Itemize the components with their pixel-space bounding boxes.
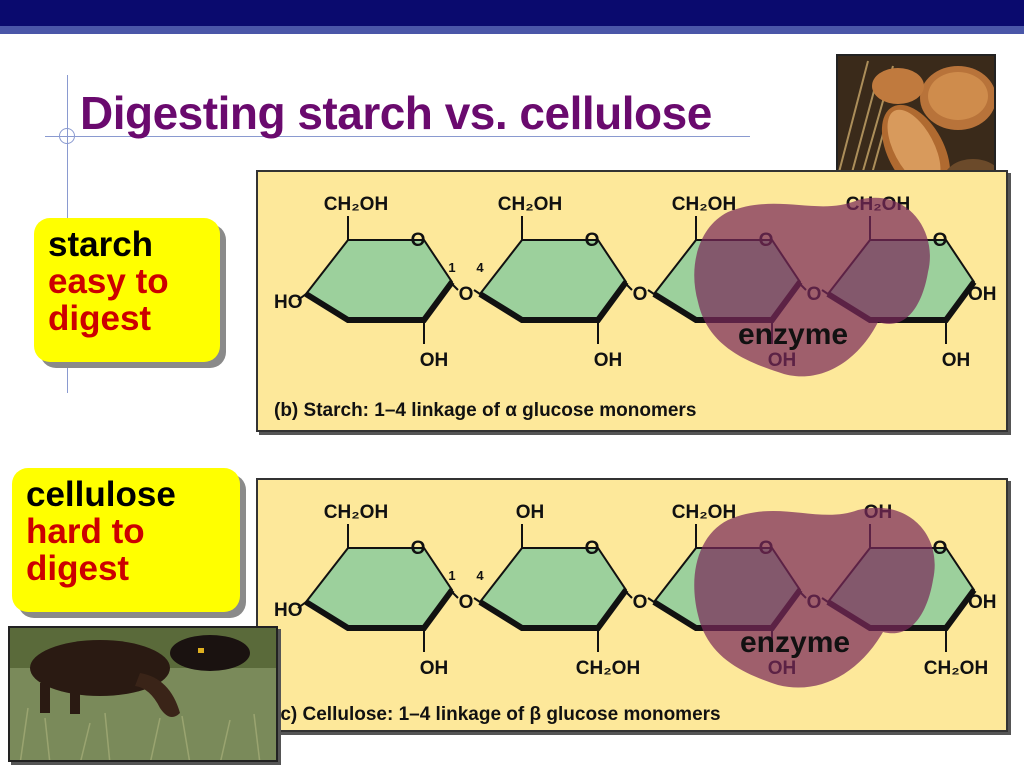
cow-grazing-photo [8,626,278,762]
starch-ring-o-1: O [411,230,426,251]
cellulose-bond-b-2 [647,597,655,603]
cellulose-top-group-3: CH₂OH [672,502,736,523]
cellulose-top-group-1: CH₂OH [324,502,388,523]
slide-title: Digesting starch vs. cellulose [80,87,712,139]
starch-bond-b-1 [473,289,481,295]
starch-bottom-group-4: OH [942,350,971,371]
starch-bottom-group-1: OH [420,350,449,371]
cellulose-end-right-bond [965,589,975,601]
starch-ring-edge-1 [304,280,455,323]
starch-bond-b-2 [647,289,655,295]
cellulose-ring-o-1: O [411,538,426,559]
starch-label: starch easy to digest [34,218,220,362]
starch-top-group-2: CH₂OH [498,194,562,215]
starch-ring-o-4: O [933,230,948,251]
starch-enzyme-label: enzyme [738,318,848,351]
cellulose-enzyme-label: enzyme [740,626,850,659]
cellulose-link-num-a: 1 [448,568,455,583]
cellulose-label-line3: digest [26,549,130,588]
starch-link-o-2: O [633,284,648,305]
starch-top-group-1: CH₂OH [324,194,388,215]
cellulose-panel: OCH₂OHOHO14OOHCH₂OHOOCH₂OHOHOOOHCH₂OHHOO… [256,478,1008,732]
starch-bottom-group-2: OH [594,350,623,371]
cellulose-bottom-group-1: OH [420,658,449,679]
cellulose-end-left-bond [297,601,307,609]
starch-caption: (b) Starch: 1–4 linkage of α glucose mon… [274,400,696,421]
starch-end-left-bond [297,293,307,301]
cow-illustration [10,628,276,760]
starch-end-right: OH [968,284,997,305]
cellulose-end-right: OH [968,592,997,613]
cellulose-label-line2: hard to [26,512,145,551]
cellulose-label: cellulose hard to digest [12,468,240,612]
starch-link-o-1: O [459,284,474,305]
cellulose-link-o-2: O [633,592,648,613]
starch-enzyme [694,197,930,377]
starch-end-right-bond [965,281,975,293]
starch-top-group-3: CH₂OH [672,194,736,215]
starch-ring-edge-2 [478,280,629,323]
starch-ring-o-2: O [585,230,600,251]
starch-bond-a-1 [451,283,459,291]
starch-link-num-a: 1 [448,260,455,275]
top-banner-stripe [0,26,1024,34]
cellulose-bond-b-1 [473,597,481,603]
cellulose-label-name: cellulose [26,475,176,514]
starch-end-left: HO [274,292,303,313]
cellulose-link-num-b: 4 [476,568,484,583]
cellulose-bottom-group-2: CH₂OH [576,658,640,679]
cellulose-caption: (c) Cellulose: 1–4 linkage of β glucose … [274,704,721,725]
cellulose-ring-edge-1 [304,588,455,631]
cellulose-enzyme [694,507,935,688]
starch-label-line3: digest [48,299,152,338]
starch-diagram: OCH₂OHOHO14OCH₂OHOHOOCH₂OHOHOOCH₂OHOHHOO… [274,194,997,421]
decor-horizontal-line [45,136,750,137]
cellulose-ring-o-2: O [585,538,600,559]
cellulose-top-group-2: OH [516,502,545,523]
top-banner [0,0,1024,26]
cellulose-link-o-1: O [459,592,474,613]
cellulose-bond-a-2 [625,591,633,599]
starch-link-num-b: 4 [476,260,484,275]
cellulose-ring-o-4: O [933,538,948,559]
cellulose-diagram: OCH₂OHOHO14OOHCH₂OHOOCH₂OHOHOOOHCH₂OHHOO… [274,502,997,725]
starch-label-name: starch [48,225,154,264]
starch-panel: OCH₂OHOHO14OCH₂OHOHOOCH₂OHOHOOCH₂OHOHHOO… [256,170,1008,432]
cellulose-end-left: HO [274,600,303,621]
cellulose-bond-a-1 [451,591,459,599]
starch-bond-a-2 [625,283,633,291]
cellulose-ring-edge-2 [478,588,629,631]
starch-label-line2: easy to [48,262,169,301]
cellulose-bottom-group-4: CH₂OH [924,658,988,679]
decor-circle [59,128,75,144]
